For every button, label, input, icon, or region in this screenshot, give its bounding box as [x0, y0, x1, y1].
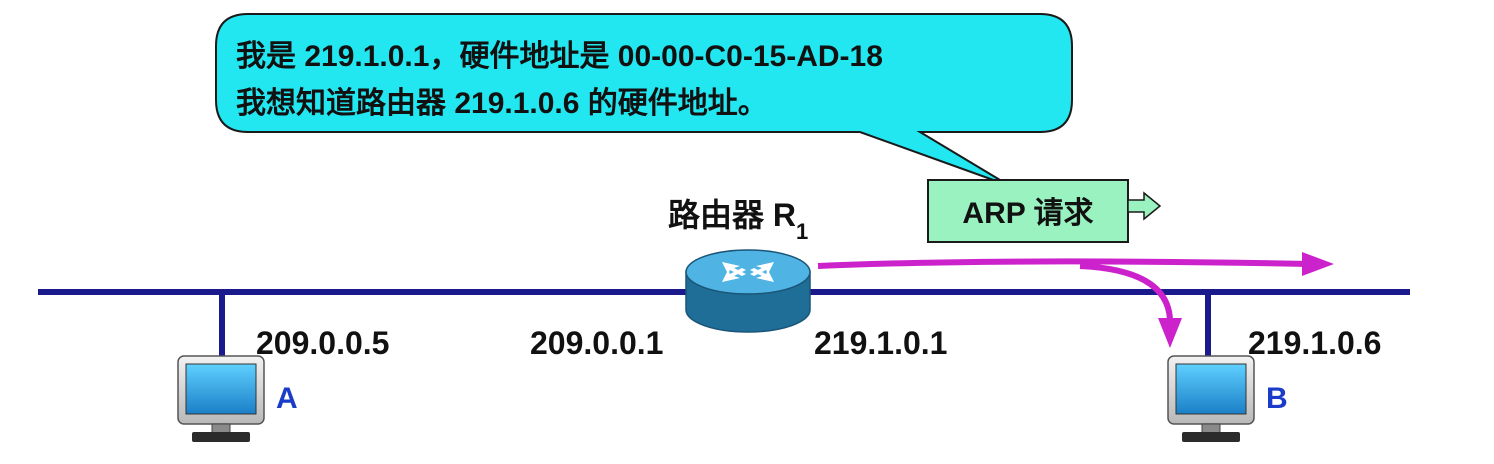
router-left-ip: 209.0.0.1: [530, 325, 663, 361]
host-a-name: A: [276, 382, 298, 415]
host-b-ip: 219.1.0.6: [1248, 325, 1381, 361]
router-right-ip: 219.1.0.1: [814, 325, 947, 361]
computer-icon: [1167, 355, 1255, 442]
broadcast-arrow-line: [817, 258, 1311, 269]
host-a-ip: 209.0.0.5: [256, 325, 389, 361]
broadcast-arrow-icon: [1302, 252, 1334, 276]
router-label: 路由器 R1: [668, 197, 808, 244]
to-b-arrow-icon: [1158, 318, 1182, 348]
to-b-arrow-line: [1079, 263, 1173, 321]
bubble-line-2: 我想知道路由器 219.1.0.6 的硬件地址。: [236, 87, 768, 120]
computer-icon: [177, 355, 265, 442]
arp-request-box: ARP 请求: [927, 179, 1129, 243]
speech-bubble: 我是 219.1.0.1，硬件地址是 00-00-C0-15-AD-18 我想知…: [215, 13, 1073, 187]
router-icon: [685, 249, 811, 333]
arp-direction-arrow-icon: [1127, 191, 1162, 221]
bubble-line-1: 我是 219.1.0.1，硬件地址是 00-00-C0-15-AD-18: [236, 40, 883, 73]
arp-request-label: ARP 请求: [962, 197, 1093, 230]
host-b-name: B: [1266, 382, 1288, 415]
